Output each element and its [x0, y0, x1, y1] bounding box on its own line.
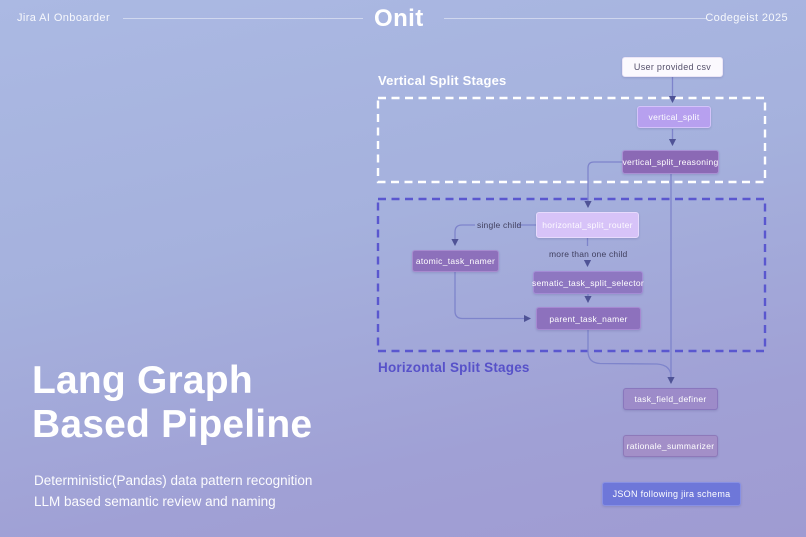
header-divider-left	[123, 18, 363, 19]
node-atomic-task-namer: atomic_task_namer	[412, 250, 499, 272]
edge-parent-merge-to-main	[587, 330, 672, 378]
node-user-provided-csv: User provided csv	[622, 57, 723, 77]
node-sematic-task-split-selector: sematic_task_split_selector	[532, 271, 644, 294]
page-subtitle-line2: LLM based semantic review and naming	[34, 494, 276, 509]
edge-router-single-child-b	[451, 224, 475, 247]
page-title-line1: Lang Graph	[32, 359, 253, 402]
page-subtitle-line1: Deterministic(Pandas) data pattern recog…	[34, 473, 313, 488]
header-right-title: Codegeist 2025	[705, 12, 788, 24]
node-vertical-split: vertical_split	[637, 106, 711, 128]
horizontal-split-group-label: Horizontal Split Stages	[378, 360, 530, 375]
node-rationale-summarizer: rationale_summarizer	[623, 435, 718, 457]
node-vertical-split-reasoning: vertical_split_reasoning	[622, 150, 719, 174]
edge-label-single-child: single child	[477, 220, 522, 230]
header-divider-right	[444, 18, 706, 19]
page-subtitle: Deterministic(Pandas) data pattern recog…	[34, 470, 312, 512]
edge-label-more-than-one-child: more than one child	[549, 249, 628, 259]
node-horizontal-split-router: horizontal_split_router	[536, 212, 639, 238]
header-left-title: Jira AI Onboarder	[17, 12, 111, 24]
edge-reasoning-to-router	[584, 161, 622, 209]
page-title: Lang Graph Based Pipeline	[32, 359, 312, 447]
node-json-output: JSON following jira schema	[602, 482, 741, 506]
page-title-line2: Based Pipeline	[32, 403, 313, 446]
horizontal-split-group-outline	[376, 197, 767, 353]
onit-logo: Onit	[374, 5, 424, 32]
vertical-split-group-outline	[376, 96, 767, 184]
edge-atomic-to-parent	[454, 272, 532, 323]
vertical-split-group-label: Vertical Split Stages	[378, 73, 507, 88]
node-task-field-definer: task_field_definer	[623, 388, 718, 410]
node-parent-task-namer: parent_task_namer	[536, 307, 641, 330]
